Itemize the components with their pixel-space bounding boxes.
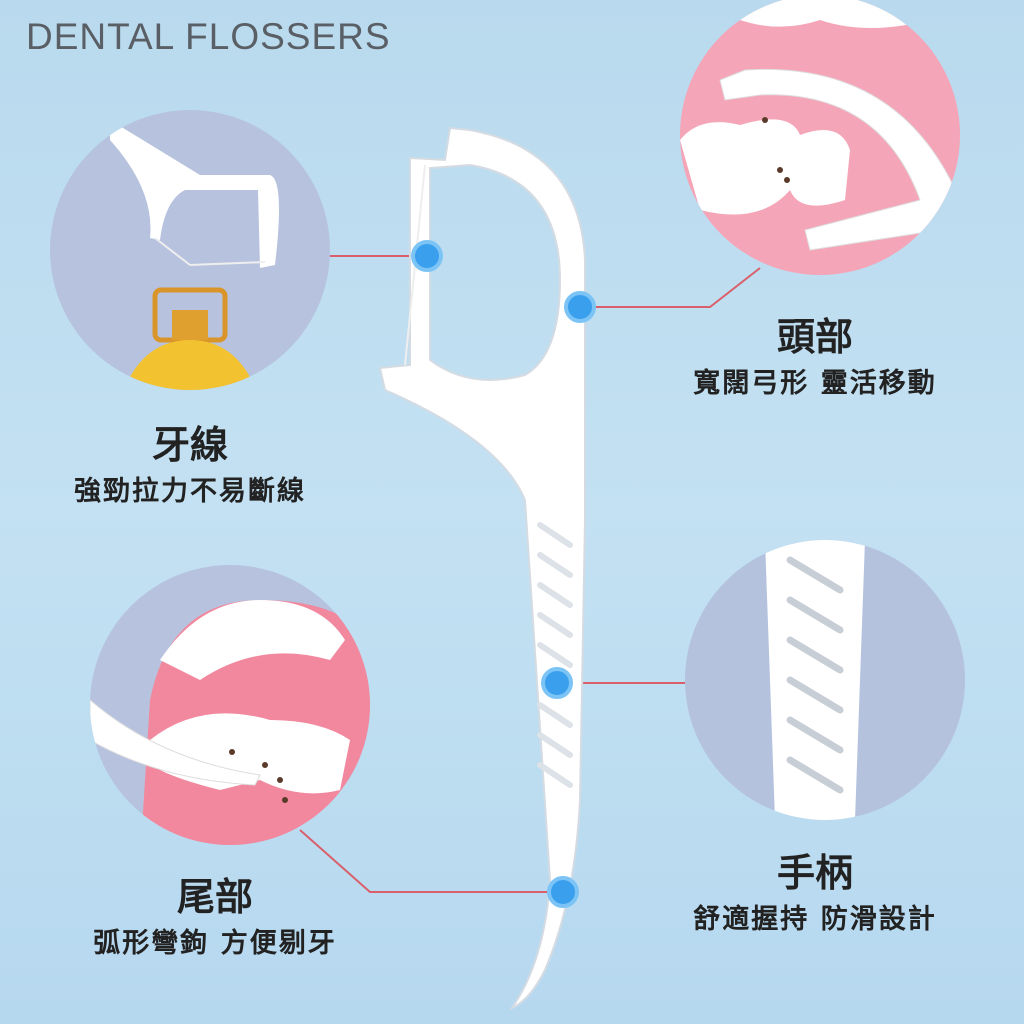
feature-subtitle: 寬闊弓形 靈活移動 <box>693 368 937 399</box>
feature-floss: 牙線 強勁拉力不易斷線 <box>0 414 390 508</box>
feature-title: 手柄 <box>776 851 853 895</box>
feature-subtitle: 舒適握持 防滑設計 <box>693 904 937 935</box>
detail-circle-head <box>680 0 960 275</box>
feature-tail: 尾部 弧形彎鉤 方便剔牙 <box>15 866 415 960</box>
marker-floss <box>411 240 443 272</box>
feature-head: 頭部 寬闊弓形 靈活移動 <box>615 306 1015 400</box>
feature-title: 頭部 <box>776 315 853 359</box>
page-title: DENTAL FLOSSERS <box>26 16 391 57</box>
feature-title: 牙線 <box>151 423 228 467</box>
detail-circle-handle <box>685 540 965 820</box>
detail-circle-tail <box>90 565 370 845</box>
detail-circle-floss <box>50 110 330 390</box>
marker-head <box>564 291 596 323</box>
marker-handle <box>541 667 573 699</box>
feature-subtitle: 弧形彎鉤 方便剔牙 <box>93 928 337 959</box>
feature-title: 尾部 <box>176 875 253 919</box>
flosser <box>378 126 586 1011</box>
marker-tail <box>547 876 579 908</box>
feature-subtitle: 強勁拉力不易斷線 <box>74 476 306 507</box>
feature-handle: 手柄 舒適握持 防滑設計 <box>615 842 1015 936</box>
marker-dots <box>411 240 596 908</box>
